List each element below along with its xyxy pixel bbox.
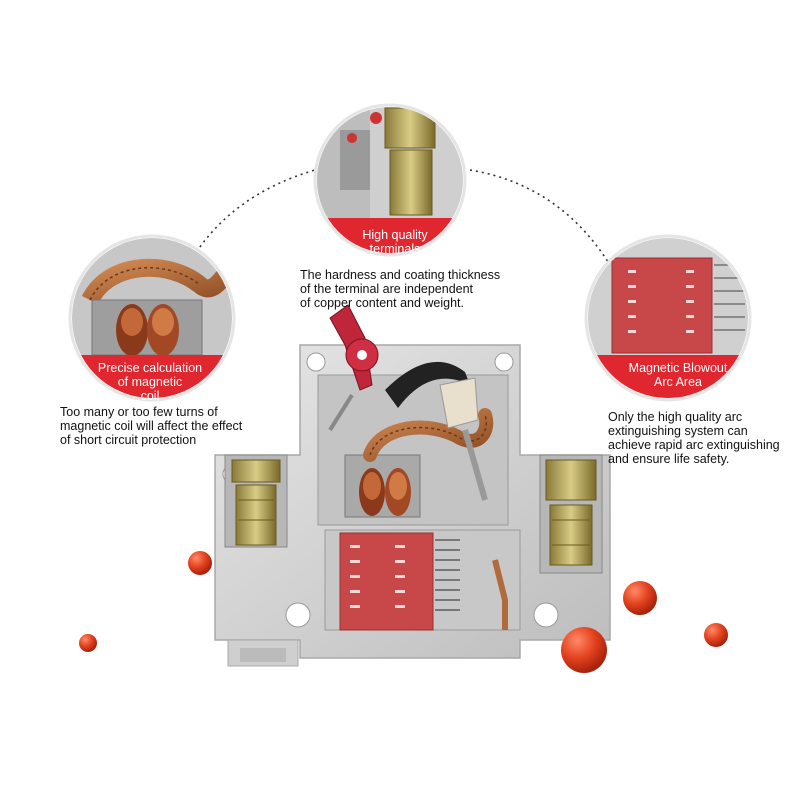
detail-circle-arc xyxy=(584,234,752,402)
terminals-label: High quality terminals xyxy=(362,228,428,256)
arc-area-description: Only the high quality arc extinguishing … xyxy=(608,410,780,466)
dashed-connector-left xyxy=(189,169,316,263)
arc-chute xyxy=(339,532,508,631)
coil-label: Precise calculation of magnetic coil xyxy=(97,361,203,403)
handle-mechanism xyxy=(328,304,488,501)
left-terminal xyxy=(224,454,288,548)
dashed-connector-right xyxy=(469,169,611,266)
coil-description: Too many or too few turns of magnetic co… xyxy=(60,405,243,447)
right-terminal xyxy=(539,454,603,574)
terminals-description: The hardness and coating thickness of th… xyxy=(300,268,501,310)
decorative-red-balls xyxy=(79,551,728,673)
arc-area-label: Magnetic Blowout Arc Area xyxy=(628,361,728,389)
detail-circle-coil xyxy=(68,234,236,402)
magnetic-coil xyxy=(344,454,421,518)
detail-circle-terminals xyxy=(313,103,467,257)
